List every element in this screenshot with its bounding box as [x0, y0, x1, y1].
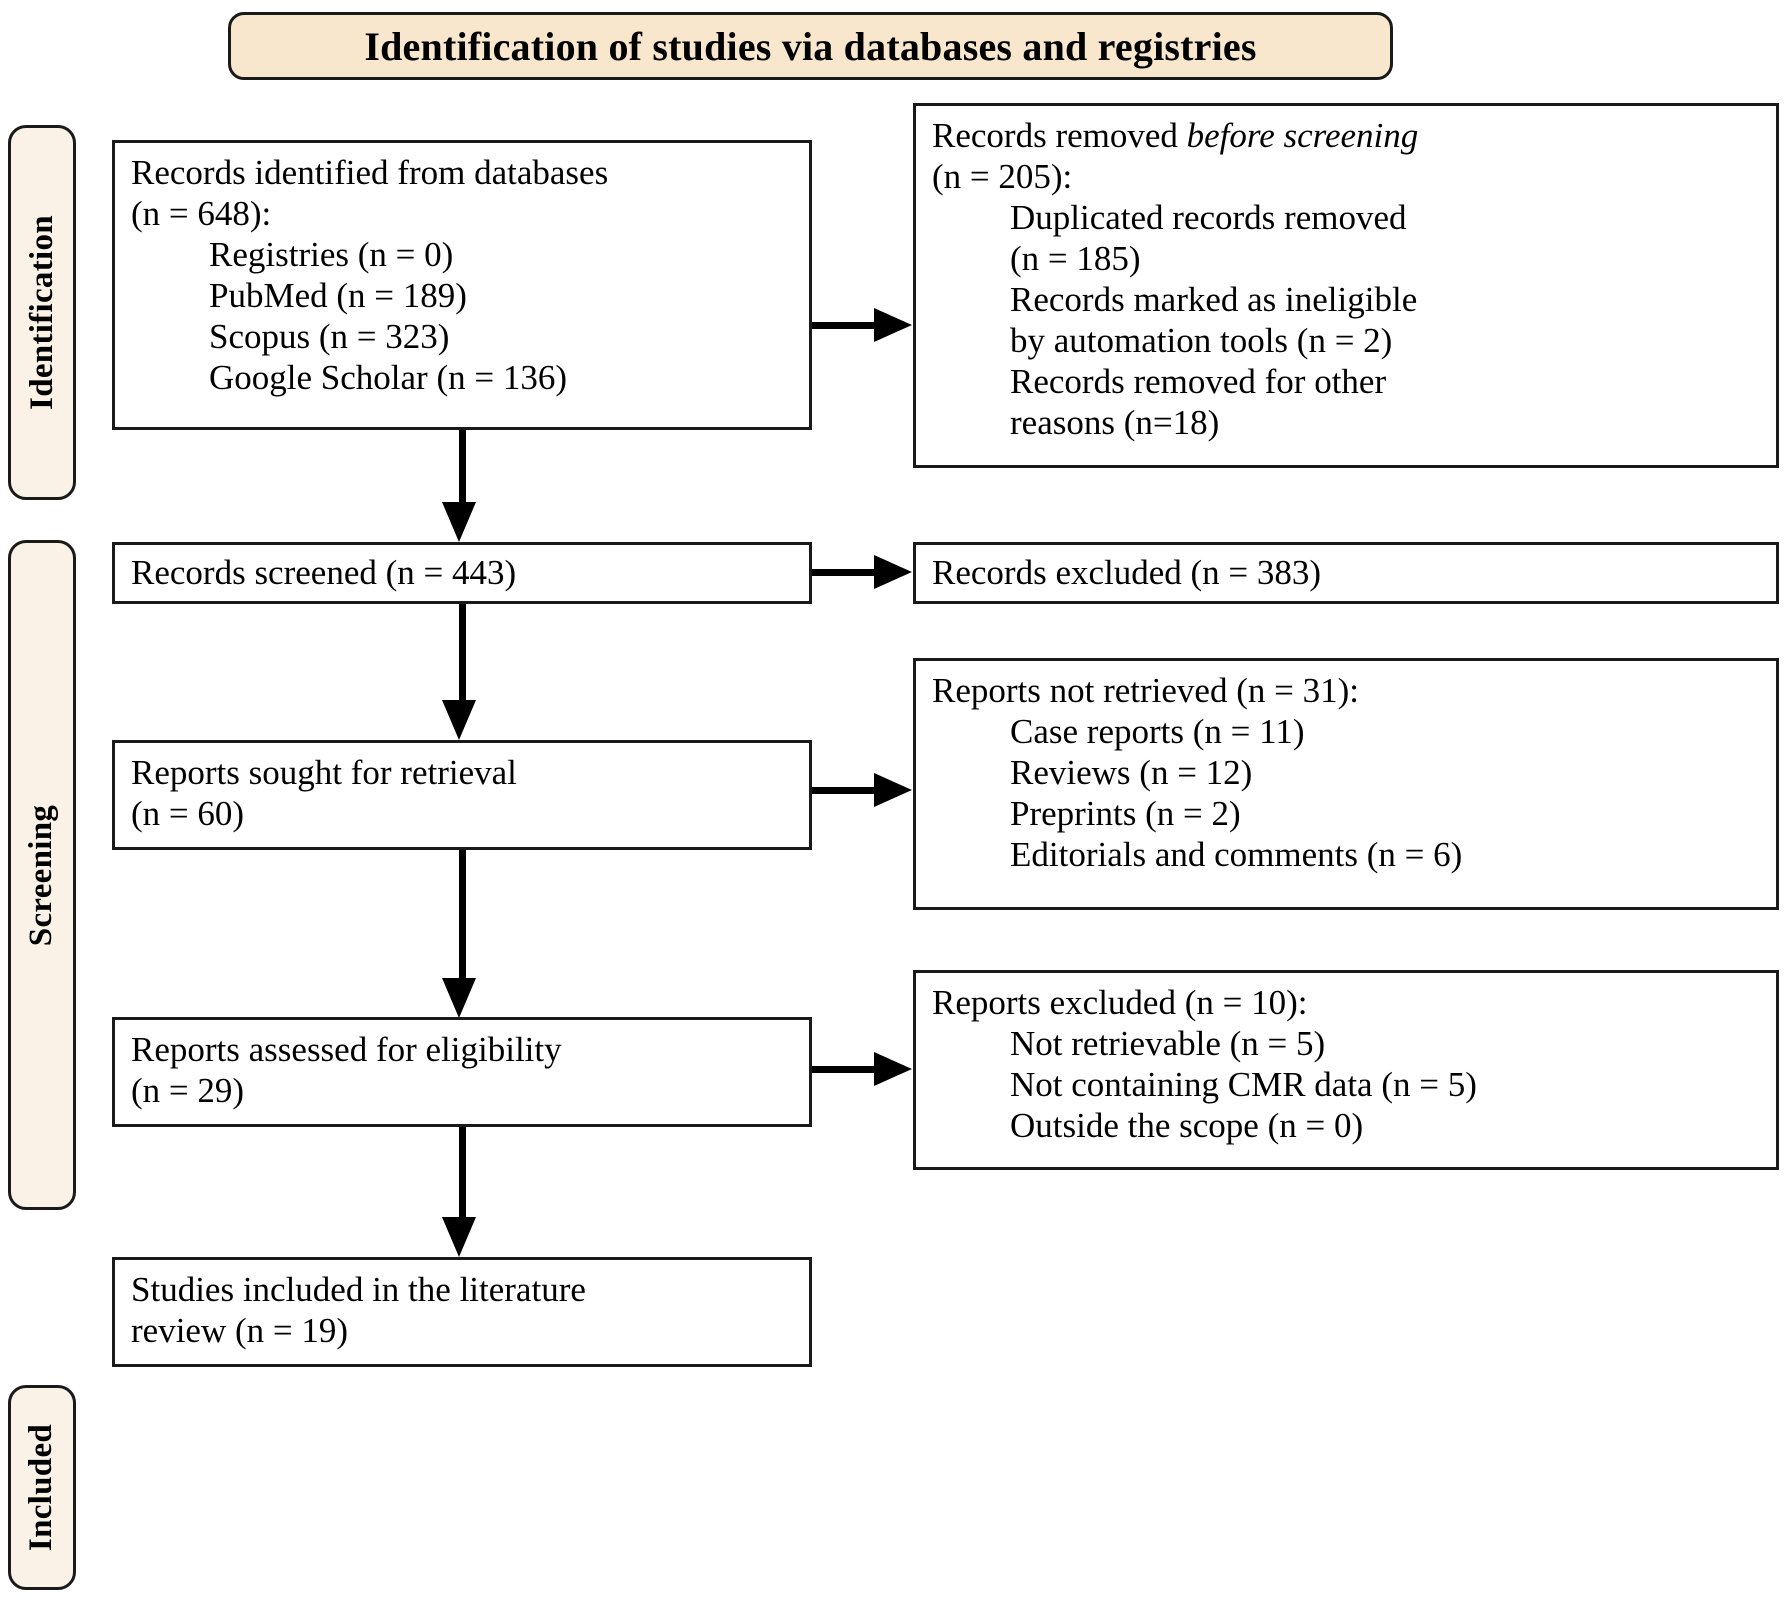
connector-identified-to-removed-arrow — [874, 308, 912, 342]
connector-identified-to-screened-arrow — [442, 502, 476, 542]
box-studies-included: Studies included in the literature revie… — [112, 1257, 812, 1367]
reports-sought-header: Reports sought for retrieval — [131, 753, 517, 792]
records-removed-item-other: Records removed for other — [1010, 361, 1387, 401]
reports-sought-count: (n = 60) — [131, 793, 245, 833]
records-removed-header-text: Records removed — [932, 116, 1187, 155]
diagram-title-banner: Identification of studies via databases … — [228, 12, 1393, 80]
records-removed-count: (n = 205): — [932, 156, 1073, 196]
records-removed-item-other-count: reasons (n=18) — [1010, 402, 1220, 442]
box-reports-assessed-for-eligibility: Reports assessed for eligibility (n = 29… — [112, 1017, 812, 1127]
reports-excluded-item-no-cmr-data: Not containing CMR data (n = 5) — [1010, 1064, 1477, 1104]
records-removed-item-ineligible: Records marked as ineligible — [1010, 279, 1418, 319]
connector-assessed-to-reports-excluded-line — [812, 1066, 876, 1073]
stage-label-screening: Screening — [23, 804, 60, 946]
records-excluded-text: Records excluded (n = 383) — [932, 552, 1322, 592]
reports-not-retrieved-header: Reports not retrieved (n = 31): — [932, 671, 1359, 710]
records-removed-item-duplicates: Duplicated records removed — [1010, 197, 1407, 237]
connector-screened-to-excluded-arrow — [874, 555, 912, 589]
box-records-excluded: Records excluded (n = 383) — [913, 542, 1779, 604]
box-records-identified: Records identified from databases (n = 6… — [112, 140, 812, 430]
connector-screened-to-sought-arrow — [442, 700, 476, 740]
studies-included-header: Studies included in the literature — [131, 1270, 586, 1309]
records-identified-item-scopus: Scopus (n = 323) — [209, 316, 450, 356]
connector-identified-to-removed-line — [812, 322, 876, 329]
connector-sought-to-assessed-arrow — [442, 978, 476, 1018]
stage-label-identification: Identification — [23, 215, 60, 410]
box-reports-excluded: Reports excluded (n = 10): Not retrievab… — [913, 970, 1779, 1170]
records-removed-header-emphasis: before screening — [1186, 116, 1419, 155]
reports-not-retrieved-item-preprints: Preprints (n = 2) — [1010, 793, 1241, 833]
records-identified-item-registries: Registries (n = 0) — [209, 234, 454, 274]
records-removed-item-ineligible-count: by automation tools (n = 2) — [1010, 320, 1393, 360]
stage-rail-included: Included — [8, 1385, 76, 1590]
reports-excluded-header: Reports excluded (n = 10): — [932, 983, 1308, 1022]
records-identified-item-google-scholar: Google Scholar (n = 136) — [209, 357, 567, 397]
box-records-screened: Records screened (n = 443) — [112, 542, 812, 604]
records-identified-count: (n = 648): — [131, 193, 272, 233]
connector-sought-to-assessed-line — [459, 850, 466, 980]
connector-sought-to-not-retrieved-arrow — [874, 773, 912, 807]
connector-screened-to-excluded-line — [812, 569, 876, 576]
box-reports-not-retrieved: Reports not retrieved (n = 31): Case rep… — [913, 658, 1779, 910]
records-removed-header: Records removed before screening — [932, 116, 1762, 157]
records-screened-text: Records screened (n = 443) — [131, 552, 517, 592]
studies-included-count: review (n = 19) — [131, 1310, 349, 1350]
connector-screened-to-sought-line — [459, 604, 466, 702]
reports-assessed-header: Reports assessed for eligibility — [131, 1030, 562, 1069]
records-removed-item-duplicates-count: (n = 185) — [1010, 238, 1141, 278]
reports-excluded-item-not-retrievable: Not retrievable (n = 5) — [1010, 1023, 1326, 1063]
records-identified-item-pubmed: PubMed (n = 189) — [209, 275, 467, 315]
connector-sought-to-not-retrieved-line — [812, 787, 876, 794]
reports-not-retrieved-item-editorials: Editorials and comments (n = 6) — [1010, 834, 1463, 874]
box-reports-sought-for-retrieval: Reports sought for retrieval (n = 60) — [112, 740, 812, 850]
stage-rail-screening: Screening — [8, 540, 76, 1210]
connector-assessed-to-included-line — [459, 1127, 466, 1219]
reports-not-retrieved-item-reviews: Reviews (n = 12) — [1010, 752, 1253, 792]
diagram-title: Identification of studies via databases … — [364, 23, 1257, 69]
connector-identified-to-screened-line — [459, 430, 466, 505]
stage-rail-identification: Identification — [8, 125, 76, 500]
reports-excluded-item-outside-scope: Outside the scope (n = 0) — [1010, 1105, 1364, 1145]
records-identified-header: Records identified from databases — [131, 153, 609, 192]
connector-assessed-to-reports-excluded-arrow — [874, 1052, 912, 1086]
stage-label-included: Included — [23, 1423, 60, 1552]
reports-assessed-count: (n = 29) — [131, 1070, 245, 1110]
reports-not-retrieved-item-case-reports: Case reports (n = 11) — [1010, 711, 1305, 751]
box-records-removed-before-screening: Records removed before screening (n = 20… — [913, 103, 1779, 468]
connector-assessed-to-included-arrow — [442, 1217, 476, 1257]
